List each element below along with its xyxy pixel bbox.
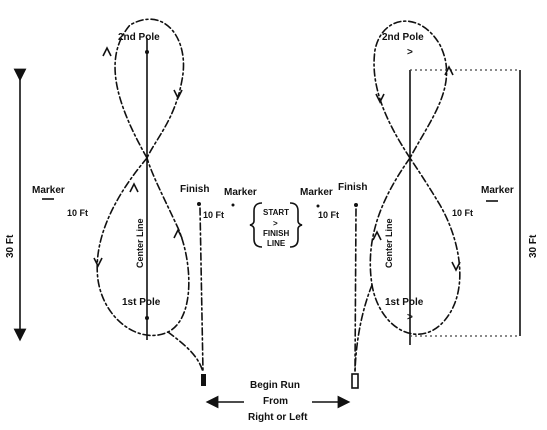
right-pole-1-label: 1st Pole — [385, 297, 424, 308]
begin-run-label-3: Right or Left — [248, 412, 308, 423]
right-pole-1-arrow: > — [407, 312, 413, 323]
right-figure-eight-lower — [369, 156, 461, 336]
right-finish-label: Finish — [338, 182, 367, 193]
start-finish-line-2: FINISH — [263, 229, 289, 238]
left-figure-eight-path — [114, 18, 185, 160]
start-finish-line-arrow: > — [273, 219, 278, 228]
left-finish-line — [199, 207, 204, 373]
left-finish-marker — [197, 202, 201, 206]
left-begin-post — [201, 374, 206, 386]
left-outer-marker-label: Marker — [32, 185, 65, 196]
start-finish-line-1: START — [263, 208, 289, 217]
right-pole-2-label: 2nd Pole — [382, 32, 424, 43]
right-center-line-label: Center Line — [384, 218, 394, 268]
right-begin-post — [351, 373, 359, 389]
begin-run: Begin Run From Right or Left — [201, 373, 359, 423]
left-pattern: 30 Ft 2nd Pole 1st Pole Center Line Mark… — [5, 18, 257, 373]
begin-run-label-1: Begin Run — [250, 380, 300, 391]
right-finish-line — [354, 208, 357, 373]
left-pole-1-marker — [145, 316, 149, 320]
right-outer-marker-label: Marker — [481, 185, 514, 196]
left-return-path — [167, 331, 204, 373]
right-direction-arrow — [375, 93, 385, 104]
left-inner-distance-label: 10 Ft — [203, 210, 224, 220]
right-pattern: 30 Ft 2nd Pole > 1st Pole > Center Line … — [300, 20, 539, 373]
left-inner-marker-label: Marker — [224, 187, 257, 198]
left-height-label: 30 Ft — [5, 234, 16, 258]
left-direction-arrow — [93, 257, 103, 268]
left-direction-arrow — [129, 182, 139, 193]
right-direction-arrow — [372, 230, 382, 241]
left-center-line-label: Center Line — [135, 218, 145, 268]
right-pole-2-arrow: > — [407, 47, 413, 58]
left-pole-1-label: 1st Pole — [122, 297, 161, 308]
right-inner-marker-label: Marker — [300, 187, 333, 198]
left-direction-arrow — [173, 89, 183, 100]
left-pole-2-marker — [145, 50, 149, 54]
start-finish-line-3: LINE — [267, 239, 286, 248]
left-direction-arrow — [173, 228, 183, 239]
left-direction-arrow — [102, 46, 112, 57]
left-inner-marker-dot — [231, 203, 235, 207]
right-direction-arrow — [451, 261, 461, 272]
begin-run-label-2: From — [263, 396, 288, 407]
right-brace — [289, 202, 303, 248]
right-return-path — [354, 284, 373, 373]
left-finish-label: Finish — [180, 184, 209, 195]
right-outer-distance-label: 10 Ft — [452, 208, 473, 218]
right-height-label: 30 Ft — [528, 234, 539, 258]
right-inner-distance-label: 10 Ft — [318, 210, 339, 220]
left-brace — [249, 202, 263, 248]
right-dimension-box — [410, 69, 520, 337]
start-finish-line: START > FINISH LINE — [249, 202, 303, 248]
right-finish-marker — [354, 203, 358, 207]
left-pole-2-label: 2nd Pole — [118, 32, 160, 43]
left-outer-distance-label: 10 Ft — [67, 208, 88, 218]
right-direction-arrow — [444, 65, 454, 76]
right-inner-marker-dot — [316, 204, 320, 208]
